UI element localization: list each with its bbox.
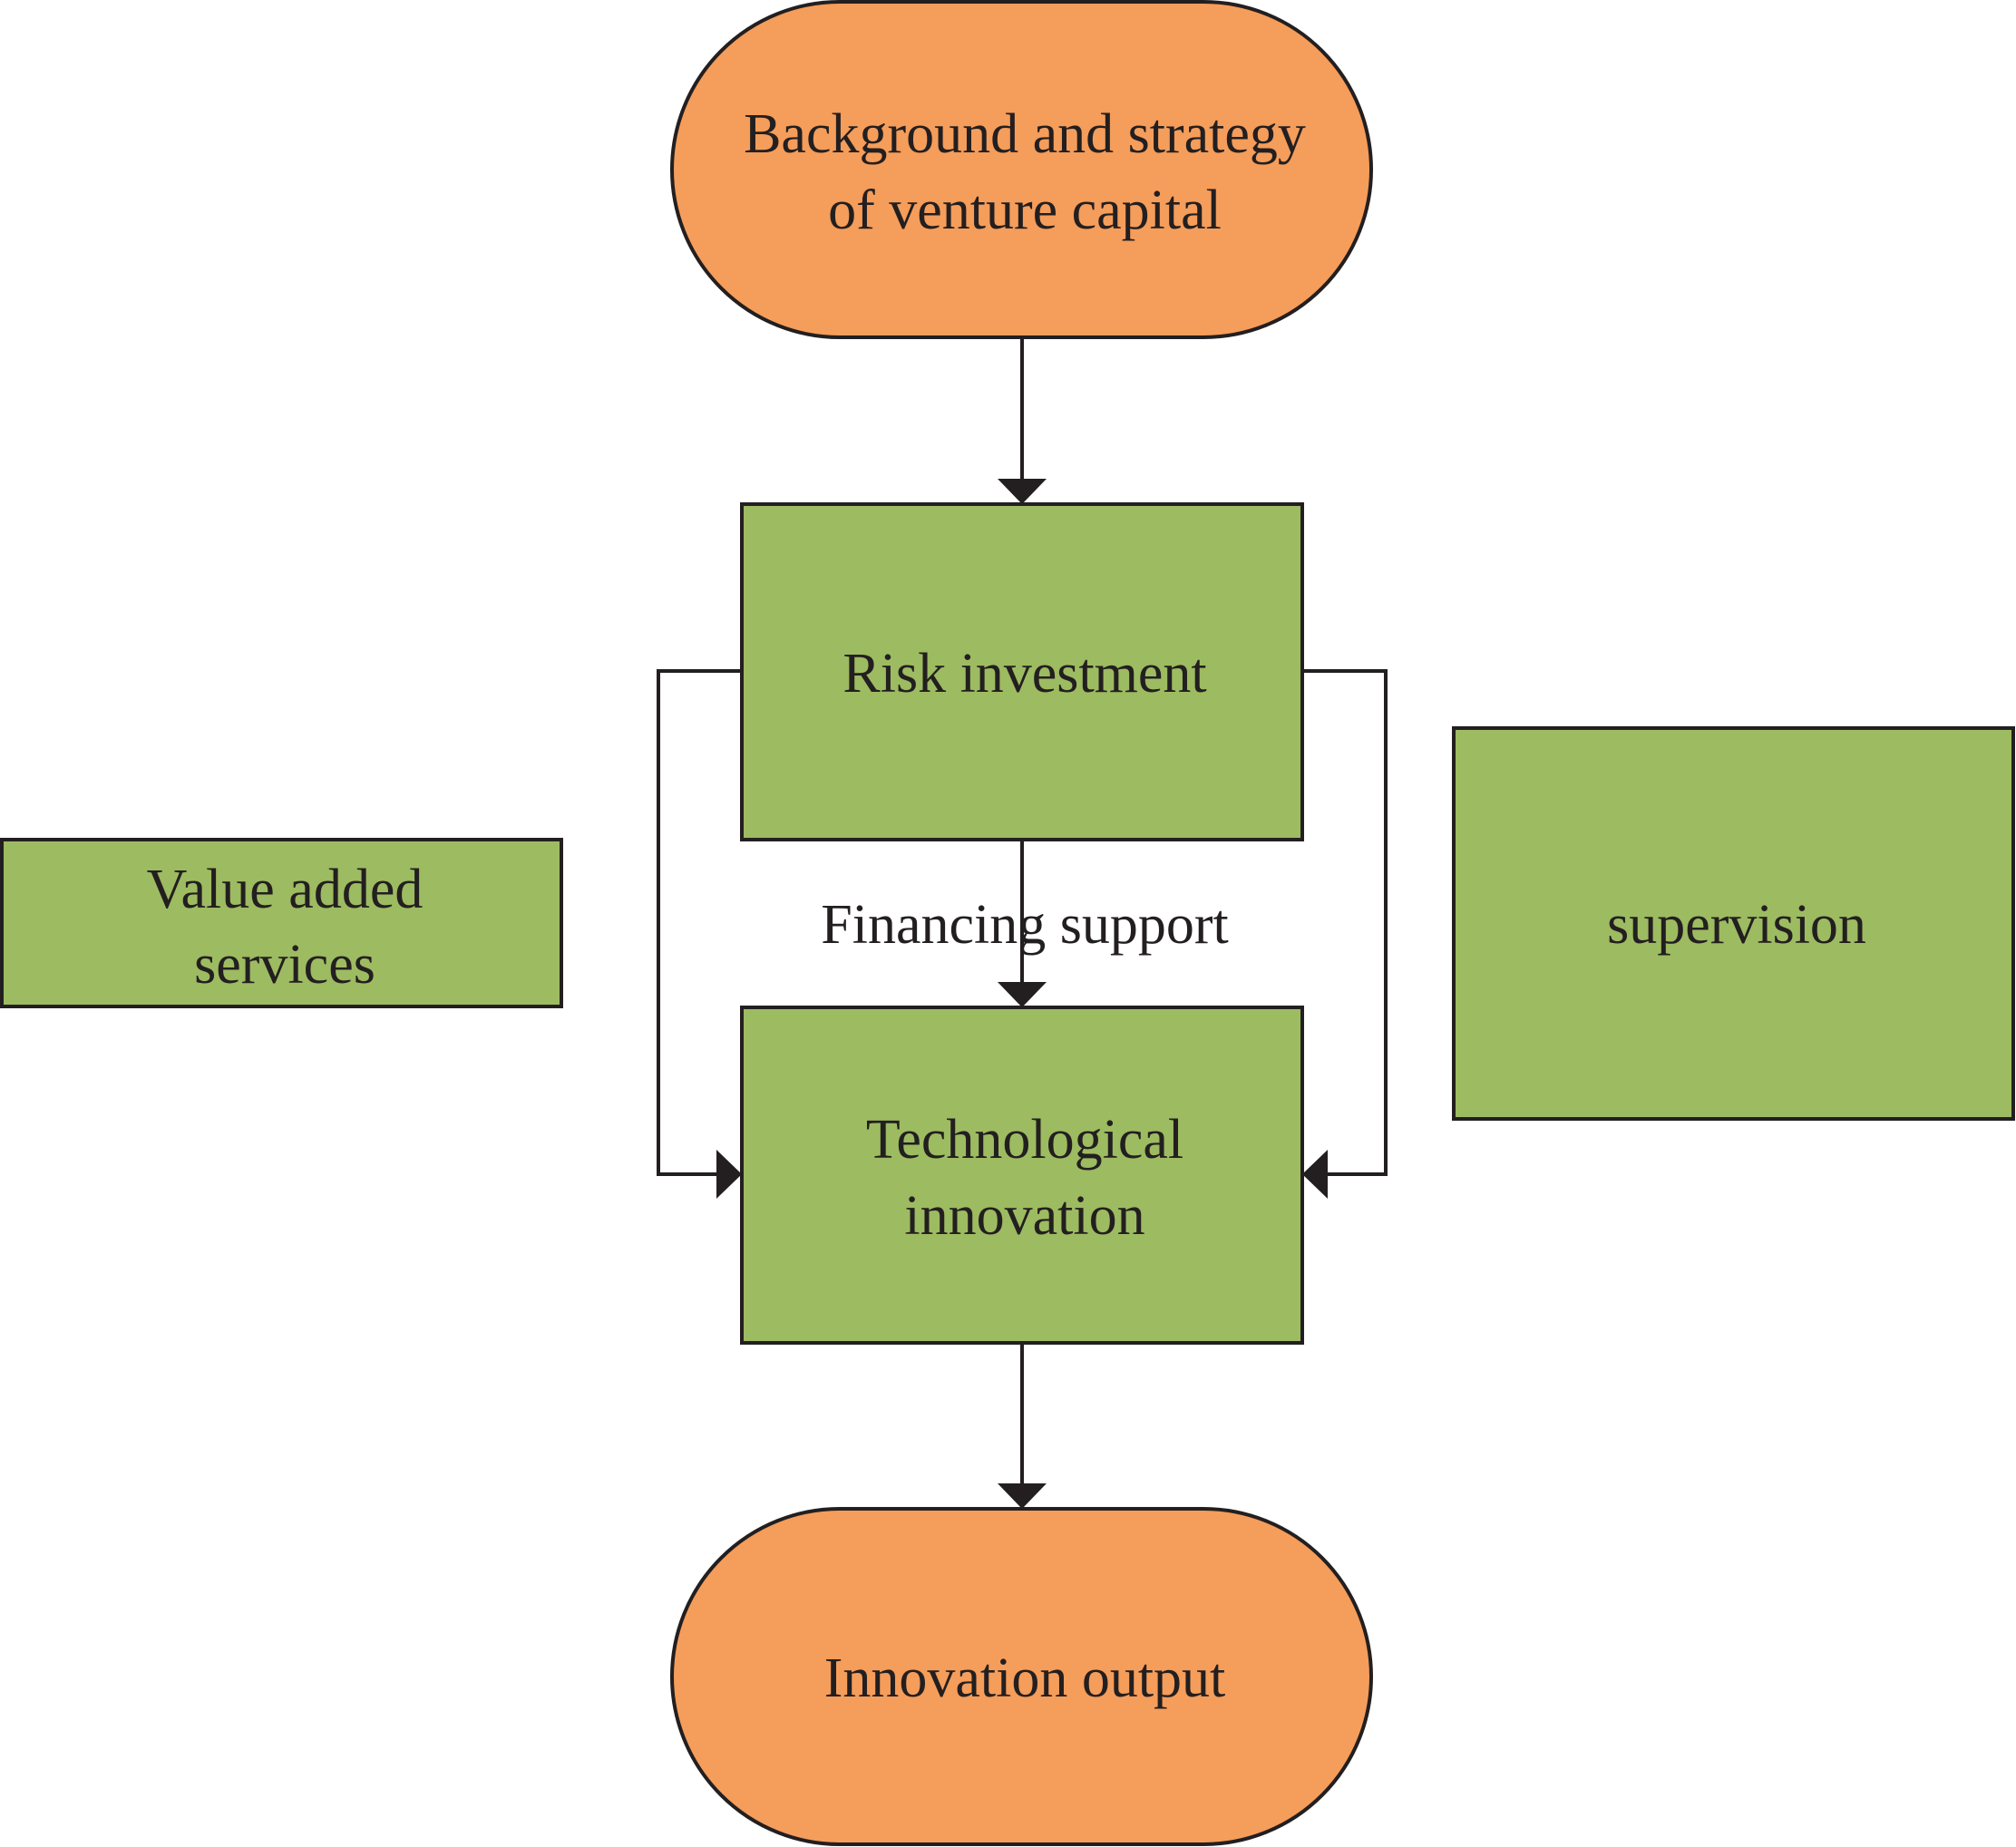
arrow-right-loop <box>1302 669 1388 1176</box>
node-label-background-strategy-line1: Background and strategy <box>744 103 1306 165</box>
process-shape-value-added-services <box>0 838 563 1008</box>
node-background-strategy: Background and strategy of venture capit… <box>670 0 1373 339</box>
arrow-left-loop <box>657 669 742 1176</box>
node-label-technological-innovation-line2: innovation <box>904 1185 1144 1247</box>
node-label-risk-investment: Risk investment <box>842 643 1206 705</box>
process-shape-risk-investment <box>740 502 1304 841</box>
edge-label-financing-support: Financing support <box>821 894 1228 956</box>
terminal-shape-innovation-output <box>670 1507 1373 1846</box>
process-shape-technological-innovation <box>740 1006 1304 1345</box>
node-label-supervision: supervision <box>1607 894 1866 956</box>
node-risk-investment: Risk investment <box>740 502 1304 841</box>
node-label-value-added-services-line2: services <box>194 934 375 996</box>
arrowhead-innovation-to-output <box>998 1483 1047 1509</box>
node-label-background-strategy-line2: of venture capital <box>828 180 1222 241</box>
node-label-technological-innovation-line1: Technological <box>866 1109 1183 1171</box>
arrowhead-right-loop <box>1302 1150 1328 1199</box>
node-supervision: supervision <box>1452 726 2015 1121</box>
process-shape-supervision <box>1452 726 2015 1121</box>
arrowhead-risk-to-innovation <box>998 982 1047 1007</box>
terminal-shape-background-strategy <box>670 0 1373 339</box>
node-value-added-services: Value added services <box>0 838 563 1008</box>
node-innovation-output: Innovation output <box>670 1507 1373 1846</box>
arrowhead-left-loop <box>716 1150 742 1199</box>
node-label-value-added-services-line1: Value added <box>147 859 424 920</box>
connectors <box>657 337 1388 1509</box>
arrowhead-strategy-to-risk <box>998 479 1047 504</box>
node-label-innovation-output: Innovation output <box>824 1648 1226 1709</box>
node-technological-innovation: Technological innovation <box>740 1006 1304 1345</box>
